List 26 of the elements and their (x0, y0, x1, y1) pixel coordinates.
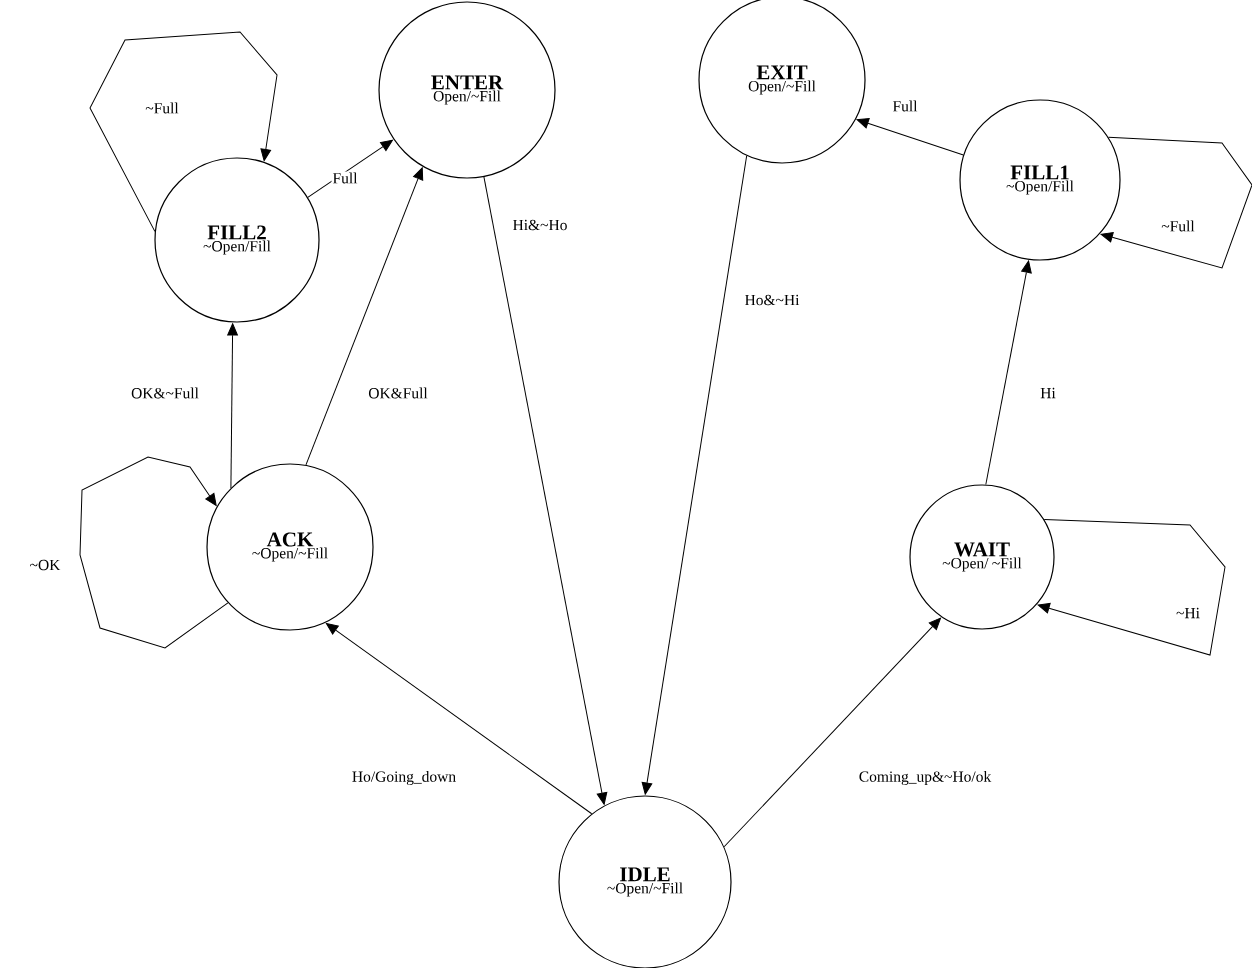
edge-label: Hi (1039, 386, 1057, 400)
arrow (483, 176, 608, 805)
arrow (1037, 519, 1226, 656)
edge-label: Ho&~Hi (743, 293, 801, 307)
arrow (856, 118, 964, 156)
edge-label: Ho/Going_down (350, 769, 458, 787)
arrow (89, 31, 278, 232)
edge-label: Hi&~Ho (511, 218, 569, 232)
arrow (1100, 136, 1252, 269)
arrow (79, 456, 229, 649)
arrow (307, 139, 393, 198)
edge-label: Coming_up&~Ho/ok (857, 769, 993, 787)
arrow (325, 623, 593, 815)
arrow (641, 155, 748, 795)
arrow (723, 617, 942, 848)
edge-label: ~Full (144, 101, 180, 115)
arrow (227, 323, 238, 489)
arrow (985, 260, 1032, 485)
edge-label: OK&~Full (130, 386, 200, 400)
edge-label: Full (331, 171, 359, 185)
arrow (305, 167, 424, 466)
edge-label: ~Full (1160, 219, 1196, 233)
edge-label: Full (891, 99, 919, 113)
edge-label: OK&Full (367, 386, 429, 400)
edge-label: ~OK (28, 558, 62, 572)
edge-label: ~Hi (1175, 606, 1201, 620)
